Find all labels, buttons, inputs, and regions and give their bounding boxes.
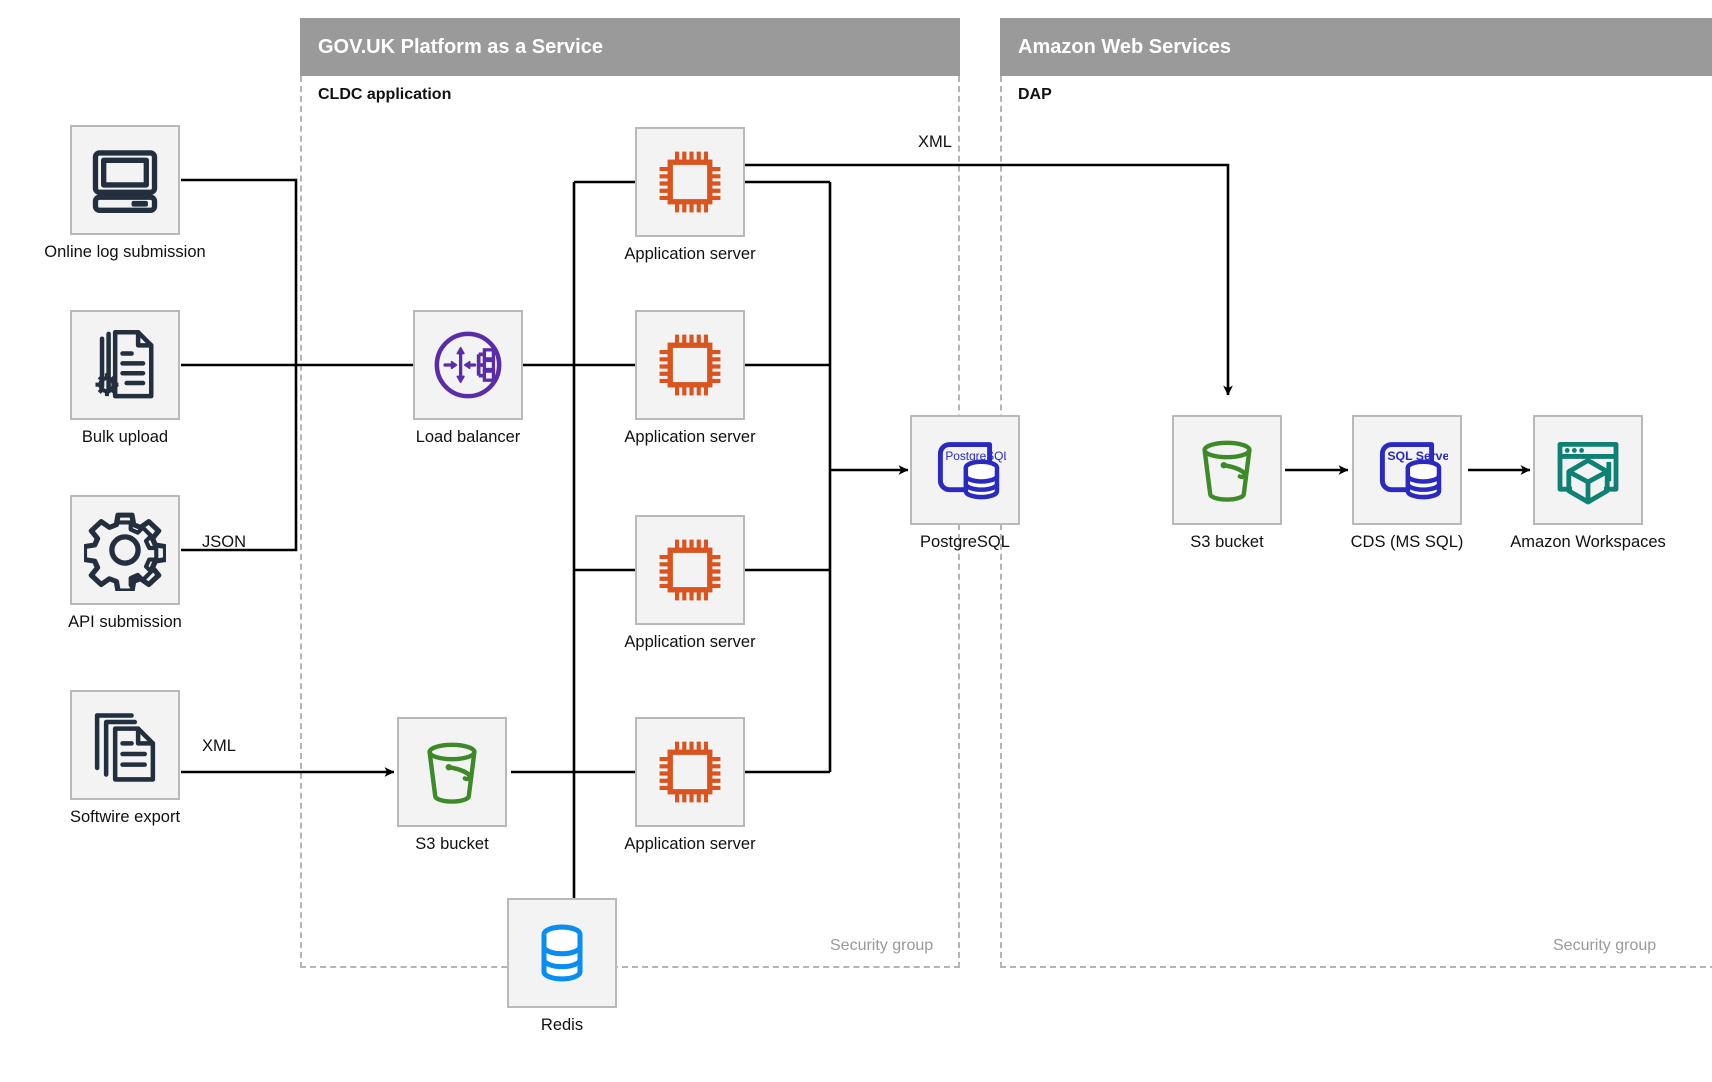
node-label-softwire-export: Softwire export: [69, 808, 181, 826]
node-box-online-log-submission: [70, 125, 180, 235]
node-box-postgresql: PostgreSQL: [910, 415, 1020, 525]
sql-server-icon: SQL Server: [1379, 442, 1448, 500]
node-label-bulk-upload: Bulk upload: [81, 428, 169, 446]
zone-subtitle-dap: DAP: [1018, 86, 1052, 103]
node-cds-ms-sql[interactable]: SQL Server CDS (MS SQL): [1351, 415, 1463, 551]
gear-icon: [84, 512, 166, 591]
node-box-cds-ms-sql: SQL Server: [1352, 415, 1462, 525]
node-box-softwire-export: [70, 690, 180, 800]
node-redis[interactable]: Redis: [507, 898, 617, 1034]
amazon-workspaces-icon: [1557, 442, 1619, 505]
node-box-application-server-2: [635, 310, 745, 420]
edge-label-xml-export: XML: [918, 133, 952, 151]
node-softwire-export[interactable]: Softwire export: [70, 690, 180, 826]
document-stack-icon: [94, 713, 156, 782]
node-label-amazon-workspaces: Amazon Workspaces: [1510, 533, 1666, 551]
load-balancer-icon: [434, 331, 502, 399]
node-box-application-server-3: [635, 515, 745, 625]
node-postgresql[interactable]: PostgreSQL PostgreSQL: [910, 415, 1020, 551]
svg-text:PostgreSQL: PostgreSQL: [945, 449, 1006, 463]
cpu-chip-icon: [659, 151, 721, 213]
zone-header-paas: GOV.UK Platform as a Service: [300, 18, 960, 76]
node-application-server-3[interactable]: Application server: [624, 515, 756, 651]
node-application-server-4[interactable]: Application server: [624, 717, 756, 853]
node-box-load-balancer: [413, 310, 523, 420]
node-label-application-server-1: Application server: [624, 245, 756, 263]
node-box-bulk-upload: [70, 310, 180, 420]
postgresql-icon: PostgreSQL: [937, 442, 1006, 500]
node-s3-bucket-aws[interactable]: S3 bucket: [1172, 415, 1282, 551]
node-label-s3-bucket-aws: S3 bucket: [1190, 533, 1264, 551]
node-label-s3-bucket-paas: S3 bucket: [415, 835, 489, 853]
zone-header-aws: Amazon Web Services: [1000, 18, 1712, 76]
s3-bucket-icon: [1202, 440, 1252, 502]
node-box-amazon-workspaces: [1533, 415, 1643, 525]
zone-footnote-aws: Security group: [1553, 937, 1657, 954]
node-box-api-submission: [70, 495, 180, 605]
node-label-postgresql: PostgreSQL: [920, 533, 1010, 551]
node-box-application-server-1: [635, 127, 745, 237]
node-label-application-server-3: Application server: [624, 633, 756, 651]
edge-label-json: JSON: [202, 533, 247, 551]
node-load-balancer[interactable]: Load balancer: [413, 310, 523, 446]
node-application-server-1[interactable]: Application server: [624, 127, 756, 263]
cpu-chip-icon: [659, 741, 721, 803]
cpu-chip-icon: [659, 334, 721, 396]
node-box-application-server-4: [635, 717, 745, 827]
node-amazon-workspaces[interactable]: Amazon Workspaces: [1510, 415, 1666, 551]
edge-label-xml-softwire: XML: [202, 737, 236, 755]
desktop-computer-icon: [92, 150, 158, 214]
node-bulk-upload[interactable]: Bulk upload: [70, 310, 180, 446]
node-online-log-submission[interactable]: Online log submission: [44, 125, 206, 261]
node-box-redis: [507, 898, 617, 1008]
zone-footnote-paas: Security group: [830, 937, 934, 954]
node-label-application-server-2: Application server: [624, 428, 756, 446]
node-label-cds-ms-sql: CDS (MS SQL): [1350, 533, 1464, 551]
s3-bucket-icon: [427, 742, 477, 804]
node-application-server-2[interactable]: Application server: [624, 310, 756, 446]
redis-database-icon: [541, 924, 583, 982]
node-label-application-server-4: Application server: [624, 835, 756, 853]
node-label-load-balancer: Load balancer: [415, 428, 521, 446]
zone-title-aws: Amazon Web Services: [1018, 35, 1232, 58]
node-box-s3-bucket-paas: [397, 717, 507, 827]
node-label-redis: Redis: [540, 1016, 584, 1034]
node-api-submission[interactable]: API submission: [68, 495, 182, 631]
svg-text:SQL Server: SQL Server: [1387, 449, 1448, 463]
node-box-s3-bucket-aws: [1172, 415, 1282, 525]
zone-subtitle-cldc: CLDC application: [318, 86, 452, 103]
node-label-online-log-submission: Online log submission: [44, 243, 206, 261]
node-label-api-submission: API submission: [68, 613, 182, 631]
documents-gear-icon: [95, 329, 154, 399]
zone-title-paas: GOV.UK Platform as a Service: [318, 35, 603, 58]
cpu-chip-icon: [659, 539, 721, 601]
node-s3-bucket-paas[interactable]: S3 bucket: [397, 717, 507, 853]
